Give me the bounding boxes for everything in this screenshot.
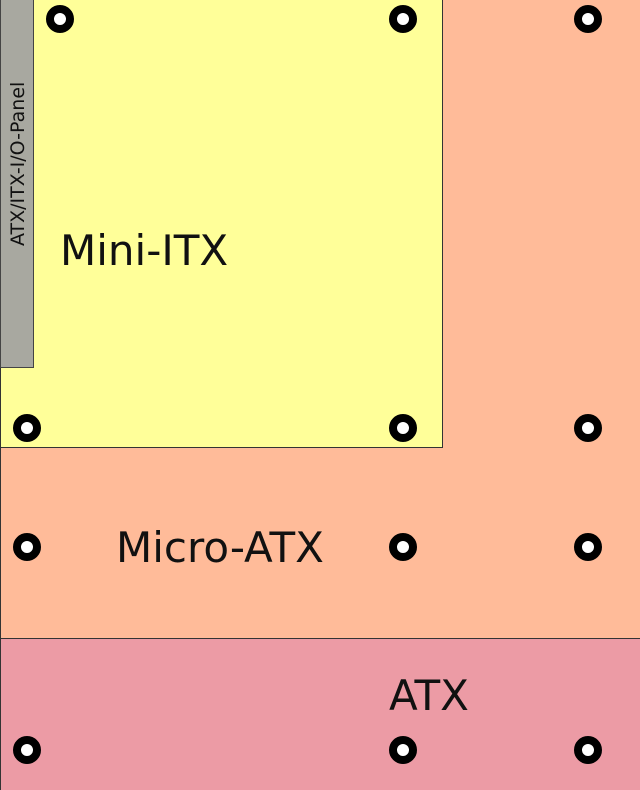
mounting-hole: [389, 5, 417, 33]
mounting-hole: [574, 414, 602, 442]
mounting-hole: [574, 5, 602, 33]
mini-itx-board: [0, 0, 443, 448]
mounting-hole: [13, 533, 41, 561]
io-panel-label: ATX/ITX-I/O-Panel: [7, 81, 29, 246]
mounting-hole: [574, 736, 602, 764]
micro-atx-label: Micro-ATX: [116, 523, 324, 572]
mounting-hole: [13, 414, 41, 442]
io-panel: ATX/ITX-I/O-Panel: [0, 0, 34, 368]
mounting-hole: [13, 736, 41, 764]
mounting-hole: [574, 533, 602, 561]
mounting-hole: [389, 736, 417, 764]
mounting-hole: [46, 5, 74, 33]
mounting-hole: [389, 414, 417, 442]
atx-label: ATX: [389, 671, 469, 720]
mounting-hole: [389, 533, 417, 561]
mini-itx-label: Mini-ITX: [60, 226, 229, 275]
